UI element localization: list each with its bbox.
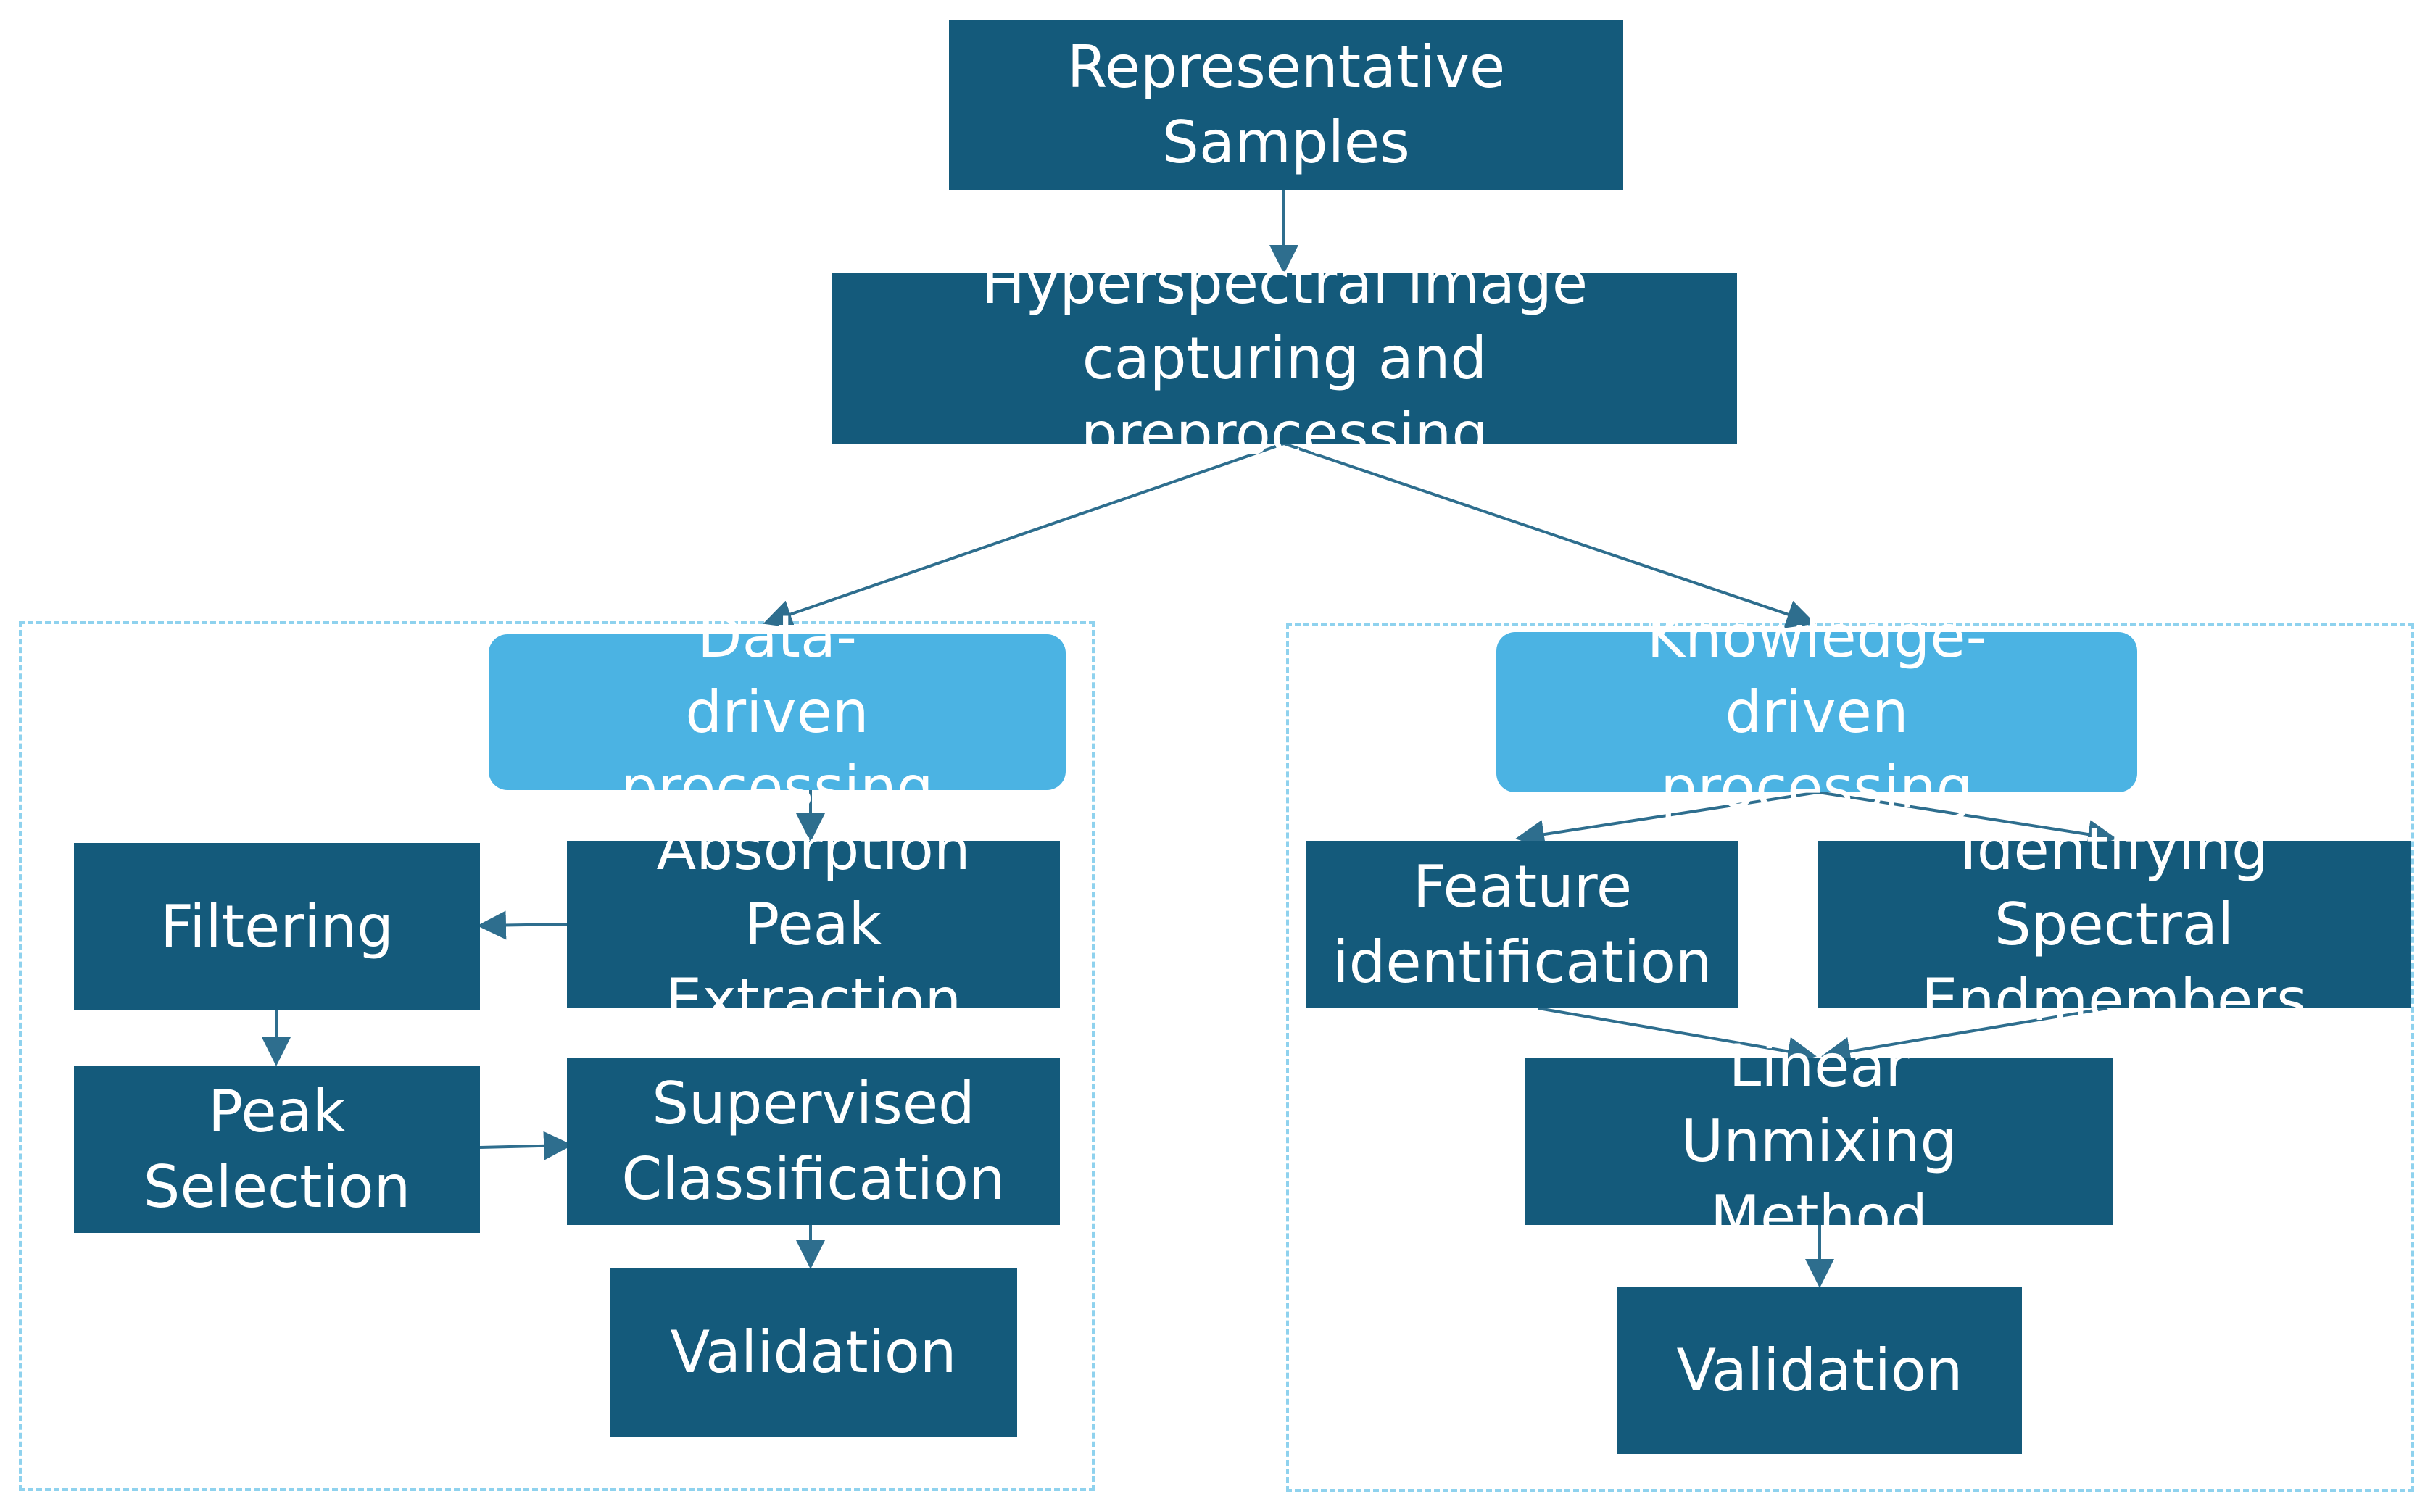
data-driven-group [19, 621, 1095, 1491]
feature-identification-node: Feature identification [1306, 841, 1738, 1008]
validation-left-node: Validation [610, 1268, 1017, 1437]
representative-samples-node: Representative Samples [949, 20, 1623, 190]
arrow-capture-to-knowledge-driven [1283, 442, 1816, 628]
linear-unmixing-node: Linear Unmixing Method [1525, 1032, 2113, 1250]
arrow-capture-to-data-driven [763, 442, 1285, 628]
validation-right-node: Validation [1617, 1287, 2022, 1454]
supervised-classification-node: Supervised Classification [567, 1058, 1060, 1225]
arrow-knowledge-to-endmembers [1818, 791, 2117, 849]
knowledge-driven-group [1286, 623, 2414, 1492]
arrow-endmembers-to-unmixing [1821, 1007, 2108, 1066]
arrow-peak-selection-to-supervised [479, 1131, 573, 1160]
hyperspectral-capture-node: Hyperspectral image capturing and prepro… [832, 249, 1737, 468]
spectral-endmembers-node: Identifying Spectral Endmembers [1818, 815, 2411, 1034]
data-driven-node: Data-driven processing [489, 603, 1066, 821]
filtering-node: Filtering [74, 843, 480, 1010]
absorption-peak-node: Absorption Peak Extraction [567, 815, 1060, 1034]
arrow-knowledge-to-feature [1515, 791, 1819, 849]
arrow-absorption-to-filtering [477, 910, 568, 940]
arrow-feature-to-unmixing [1538, 1007, 1817, 1066]
knowledge-driven-node: Knowledge-driven processing [1496, 603, 2137, 821]
peak-selection-node: Peak Selection [74, 1066, 480, 1233]
